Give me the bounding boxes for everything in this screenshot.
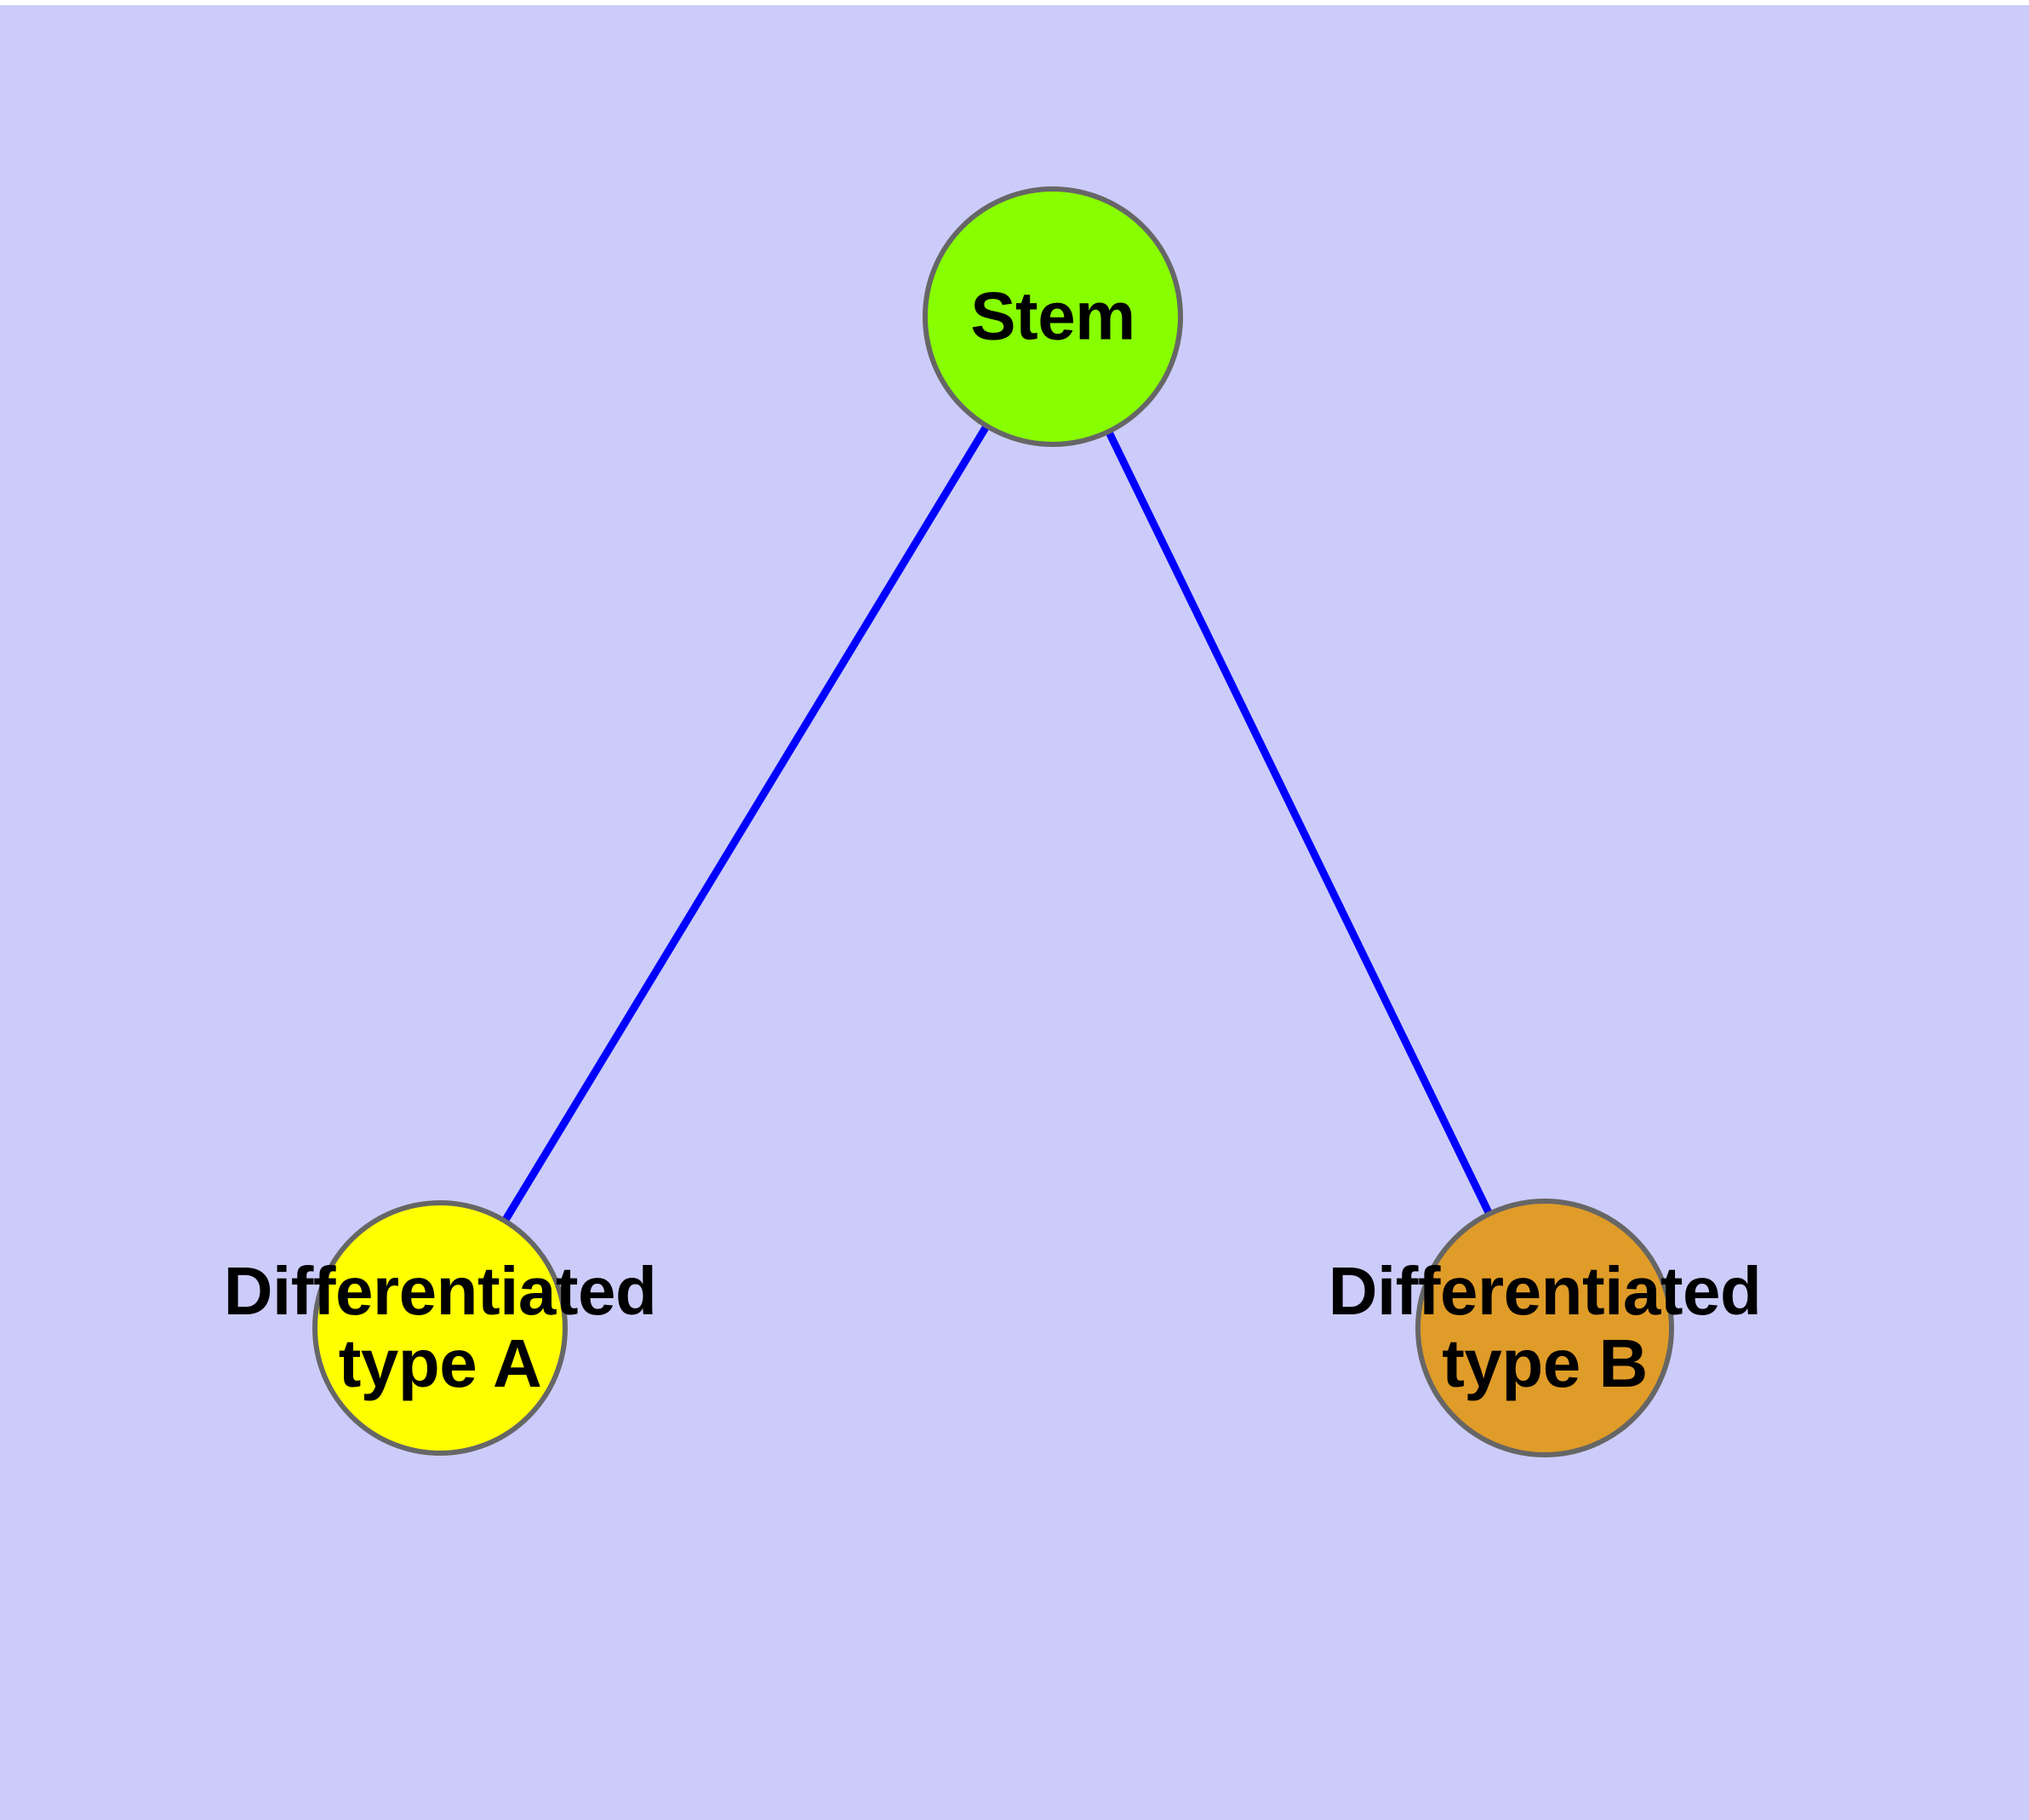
edge-stem-to-type-b — [1104, 428, 1494, 1217]
edge-stem-to-type-a — [500, 422, 992, 1225]
node-diff-type-a[interactable] — [312, 1200, 568, 1456]
node-diff-type-b[interactable] — [1415, 1199, 1674, 1457]
node-layer — [312, 186, 1674, 1457]
node-stem[interactable] — [923, 186, 1183, 447]
edge-layer — [500, 422, 1494, 1225]
